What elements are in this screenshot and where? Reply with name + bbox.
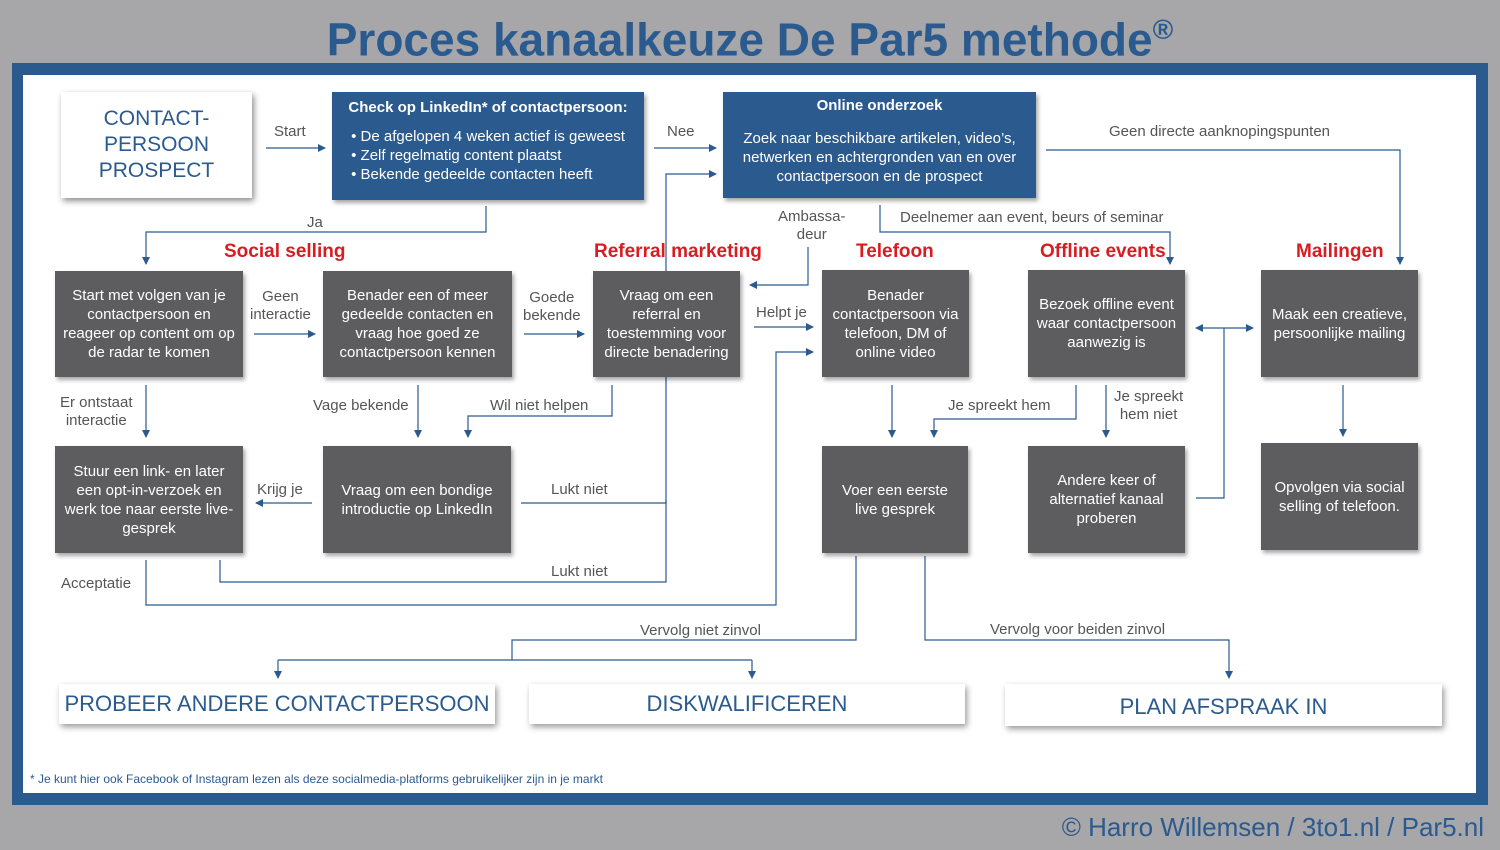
check-item: De afgelopen 4 weken actief is geweest (351, 127, 625, 146)
first-live-box: Voer een eerste live gesprek (822, 446, 968, 553)
heading-telefoon: Telefoon (856, 241, 934, 262)
label-krijg-je: Krijg je (257, 481, 303, 498)
arrow-geen-directe (1046, 149, 1404, 265)
page-title: Proces kanaalkeuze De Par5 methode® (326, 13, 1174, 66)
label-vervolg-beiden: Vervolg voor beiden zinvol (990, 621, 1166, 638)
mailing-box: Maak een creatieve, persoonlijke mailing (1261, 270, 1418, 377)
label-helpt-je: Helpt je (756, 304, 807, 321)
footnote: * Je kunt hier ook Facebook of Instagram… (30, 772, 603, 786)
result-plan-meeting: PLAN AFSPRAAK IN (1005, 684, 1442, 726)
heading-social-selling: Social selling (224, 241, 346, 262)
contact-person-box: CONTACT- PERSOON PROSPECT (61, 92, 252, 198)
arrow-wil-niet-helpen (464, 385, 613, 438)
label-nee: Nee (667, 123, 695, 140)
arrow-ja (142, 206, 487, 265)
copyright: © Harro Willemsen / 3to1.nl / Par5.nl (1061, 812, 1484, 842)
label-geen-directe: Geen directe aanknopingspunten (1109, 123, 1331, 140)
label-acceptatie: Acceptatie (61, 575, 132, 592)
heading-mailingen: Mailingen (1296, 241, 1384, 262)
heading-offline: Offline events (1040, 241, 1166, 262)
result-disqualify: DISKWALIFICEREN (529, 684, 965, 724)
send-link-box: Stuur een link- en later een opt-in-verz… (55, 446, 243, 553)
check-item: Bekende gedeelde contacten heeft (351, 165, 625, 184)
label-wil-niet-helpen: Wil niet helpen (490, 397, 589, 414)
phone-box: Benader contactpersoon via telefoon, DM … (822, 270, 969, 377)
line-vervolg-niet (511, 556, 857, 660)
arrow-vervolg-beiden (924, 556, 1233, 679)
other-channel-box: Andere keer of alternatief kanaal prober… (1028, 446, 1185, 553)
label-vage-bekende: Vage bekende (313, 397, 409, 414)
label-start: Start (274, 123, 306, 140)
online-research-box: Online onderzoek Zoek naar beschikbare a… (723, 92, 1036, 198)
follow-box: Start met volgen van je contactpersoon e… (55, 271, 243, 377)
label-deelnemer: Deelnemer aan event, beurs of seminar (900, 209, 1164, 226)
arrow-ambassadeur (749, 247, 809, 289)
arrow-acceptatie (145, 348, 814, 606)
line-other-channel (1196, 328, 1225, 499)
linkedin-check-list: De afgelopen 4 weken actief is geweest Z… (351, 127, 625, 184)
heading-referral: Referral marketing (594, 241, 762, 262)
label-je-spreekt-hem: Je spreekt hem (948, 397, 1051, 414)
label-lukt-niet-2: Lukt niet (551, 563, 608, 580)
ask-intro-box: Vraag om een bondige introductie op Link… (323, 446, 511, 553)
check-item: Zelf regelmatig content plaatst (351, 146, 625, 165)
label-ambassadeur: Ambassa-deur (778, 208, 846, 243)
linkedin-check-box: Check op LinkedIn* of contactpersoon: De… (332, 92, 644, 200)
arrow-je-spreekt-hem (930, 385, 1077, 438)
label-ja: Ja (307, 214, 323, 231)
approach-shared-box: Benader een of meer gedeelde contacten e… (323, 271, 512, 377)
result-other-contact: PROBEER ANDERE CONTACTPERSOON (59, 684, 495, 724)
visit-event-box: Bezoek offline event waar contactpersoon… (1028, 270, 1185, 377)
arrow-to-other-contact (278, 659, 752, 678)
line-lukt-niet-2 (219, 500, 667, 583)
ask-referral-box: Vraag om een referral en toestemming voo… (593, 271, 740, 377)
label-lukt-niet-1: Lukt niet (551, 481, 608, 498)
arrow-deelnemer (879, 205, 1174, 265)
follow-up-box: Opvolgen via social selling of telefoon. (1261, 443, 1418, 550)
label-vervolg-niet: Vervolg niet zinvol (640, 622, 761, 639)
